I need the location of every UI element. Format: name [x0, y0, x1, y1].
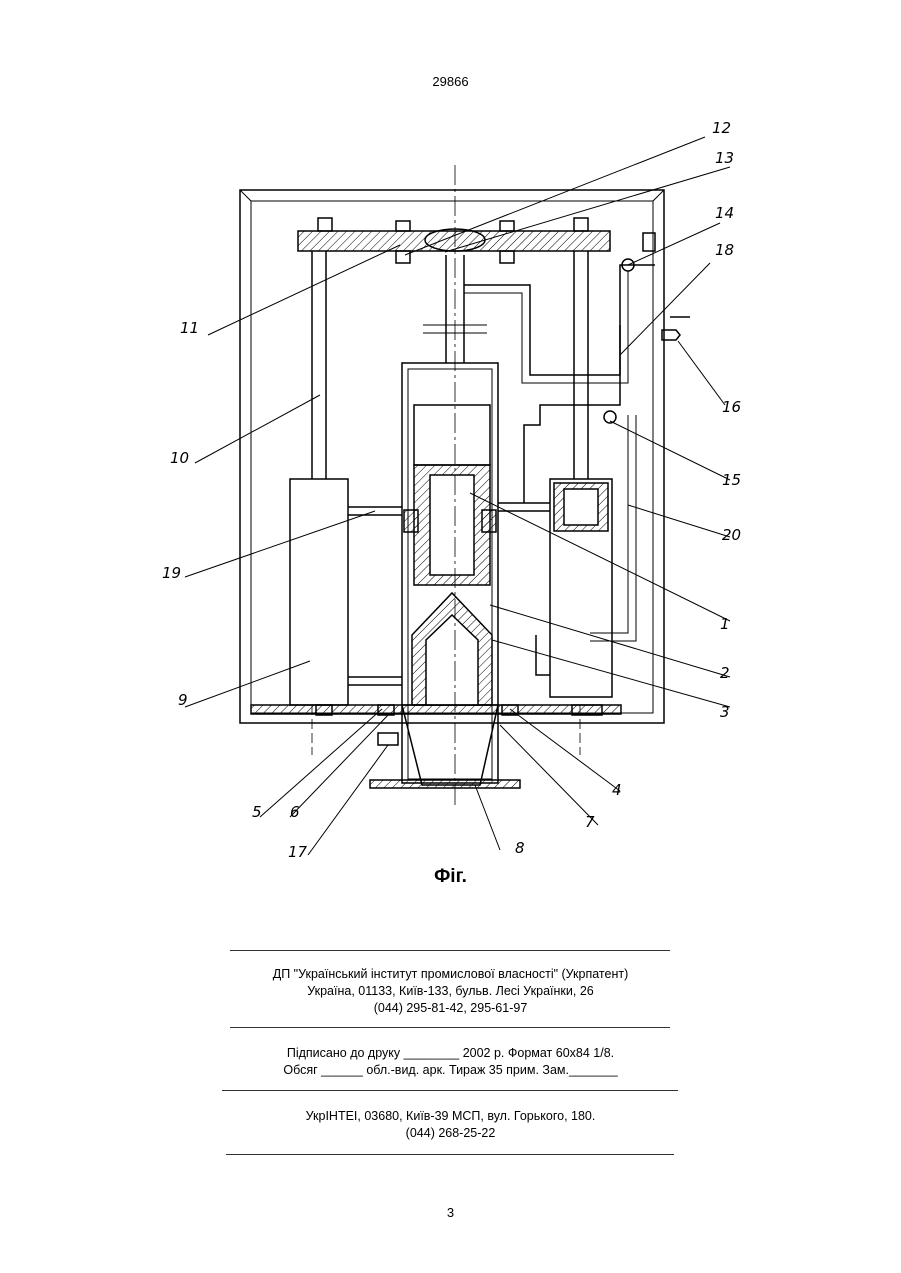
print-signed-line: Підписано до друку ________ 2002 р. Форм… [0, 1045, 901, 1062]
leader-6 [290, 713, 390, 817]
divider [230, 1027, 670, 1028]
leader-4 [510, 709, 620, 791]
left-cylinder [290, 479, 348, 705]
part-label-10: 10 [170, 449, 189, 467]
figure-caption: Фіг. [0, 866, 901, 888]
page-number: 3 [0, 1205, 901, 1220]
part-label-3: 3 [720, 703, 730, 721]
publisher-phone: (044) 295-81-42, 295-61-97 [0, 1000, 901, 1017]
printer-phone: (044) 268-25-22 [0, 1125, 901, 1142]
part-label-9: 9 [178, 691, 188, 709]
leader-8 [475, 785, 500, 850]
leader-19 [185, 511, 375, 577]
part-label-13: 13 [715, 149, 734, 167]
leader-9 [185, 661, 310, 707]
leader-11 [208, 245, 400, 335]
patent-number: 29866 [0, 74, 901, 89]
part-label-1: 1 [720, 615, 730, 633]
top-plate [298, 231, 610, 251]
part-label-8: 8 [515, 839, 525, 857]
part-label-16: 16 [722, 398, 741, 416]
leader-5 [260, 709, 382, 817]
leader-20 [628, 505, 730, 537]
divider [222, 1090, 678, 1091]
part-label-11: 11 [180, 319, 199, 337]
part-label-6: 6 [290, 803, 300, 821]
part-label-17: 17 [288, 843, 308, 861]
part-label-12: 12 [712, 119, 731, 137]
technical-drawing: 12 13 14 18 11 16 10 15 20 19 1 2 3 9 4 … [150, 105, 750, 865]
part-label-4: 4 [612, 781, 622, 799]
part-label-14: 14 [715, 204, 734, 222]
part-label-15: 15 [722, 471, 741, 489]
leader-16 [678, 341, 725, 405]
part-label-5: 5 [252, 803, 262, 821]
part-label-2: 2 [720, 664, 730, 682]
leader-18 [620, 263, 710, 355]
leader-2 [490, 605, 730, 677]
part-label-20: 20 [722, 526, 741, 544]
leader-10 [195, 395, 320, 463]
divider [230, 950, 670, 951]
bottom-flange [370, 780, 520, 788]
publisher-name: ДП "Український інститут промислової вла… [0, 966, 901, 983]
leader-17 [308, 745, 388, 855]
bottom-plate [251, 705, 621, 714]
part-label-19: 19 [162, 564, 181, 582]
leader-7 [500, 725, 598, 825]
print-volume-line: Обсяг ______ обл.-вид. арк. Тираж 35 при… [0, 1062, 901, 1079]
leader-14 [628, 223, 720, 265]
part-label-18: 18 [715, 241, 734, 259]
printer-address: УкрІНТЕІ, 03680, Київ-39 МСП, вул. Горьк… [0, 1108, 901, 1125]
publisher-address: Україна, 01133, Київ-133, бульв. Лесі Ук… [0, 983, 901, 1000]
part-label-7: 7 [585, 813, 595, 831]
divider [226, 1154, 674, 1155]
